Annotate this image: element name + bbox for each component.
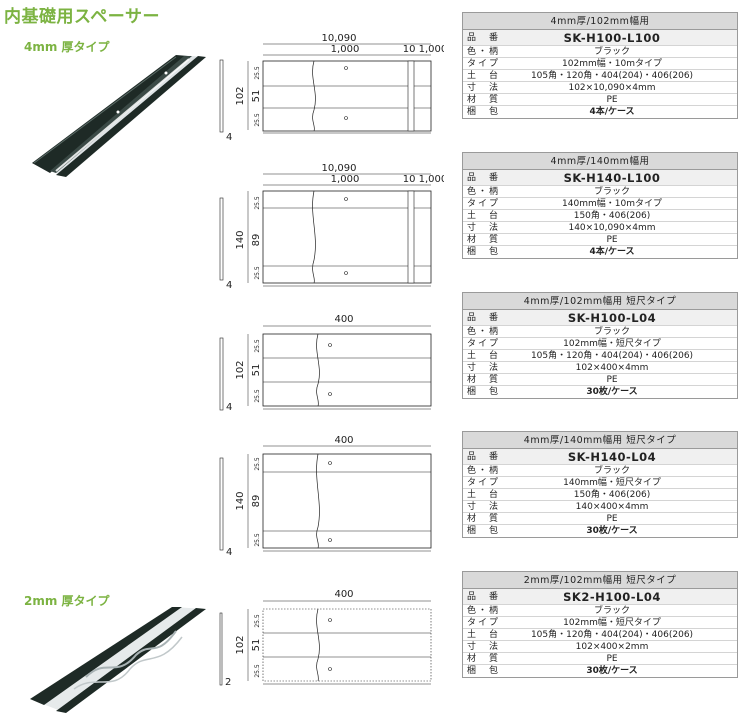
- svg-text:25.5: 25.5: [254, 266, 261, 280]
- svg-text:4: 4: [226, 547, 232, 558]
- dimension-drawing-1: 10,090 1,000 10 1,000 4 102 25.5 51 25.5: [208, 30, 444, 150]
- spec-header: 2mm厚/102mm幅用 短尺タイプ: [463, 572, 737, 589]
- svg-text:51: 51: [251, 364, 262, 377]
- dimension-drawing-3: 400 4 102 25.5 51 25.5: [208, 312, 444, 417]
- dimension-drawing-2: 10,090 1,000 10 1,000 4 140 25.5 89 25.5: [208, 160, 444, 290]
- total-length: 10,090: [322, 33, 357, 44]
- svg-text:4: 4: [226, 402, 232, 413]
- width: 102: [235, 86, 246, 105]
- svg-text:25.5: 25.5: [254, 66, 261, 80]
- svg-text:89: 89: [251, 234, 262, 247]
- svg-text:89: 89: [251, 495, 262, 508]
- svg-text:25.5: 25.5: [254, 457, 261, 471]
- svg-text:400: 400: [334, 314, 353, 325]
- spec-header: 4mm厚/102mm幅用: [463, 13, 737, 30]
- svg-text:4: 4: [226, 280, 232, 290]
- svg-text:25.5: 25.5: [254, 389, 261, 403]
- thickness: 4: [226, 132, 232, 143]
- type-label-2mm: 2mm 厚タイプ: [24, 594, 110, 608]
- svg-text:1,000: 1,000: [331, 174, 360, 185]
- svg-text:25.5: 25.5: [254, 614, 261, 628]
- product-code: SK-H100-L04: [567, 311, 657, 325]
- product-photo-2mm: [26, 607, 206, 719]
- product-code: SK-H140-L100: [563, 171, 661, 185]
- type-label-4mm: 4mm 厚タイプ: [24, 40, 110, 54]
- product-code: SK2-H100-L04: [563, 590, 661, 604]
- svg-text:2: 2: [225, 677, 231, 688]
- svg-text:10 1,000: 10 1,000: [403, 174, 444, 185]
- svg-text:25.5: 25.5: [254, 339, 261, 353]
- product-photo-4mm: [26, 55, 206, 184]
- svg-text:140: 140: [235, 491, 246, 510]
- svg-text:102: 102: [235, 360, 246, 379]
- segment-length: 1,000: [331, 44, 360, 55]
- product-code: SK-H140-L04: [567, 450, 657, 464]
- spec-header: 4mm厚/140mm幅用: [463, 153, 737, 170]
- svg-text:400: 400: [334, 589, 353, 600]
- svg-text:102: 102: [235, 635, 246, 654]
- page-title: 内基礎用スペーサー: [4, 7, 160, 27]
- dimension-drawing-5: 400 2 102 25.5 51 25.5: [208, 587, 444, 692]
- spec-header: 4mm厚/102mm幅用 短尺タイプ: [463, 293, 737, 310]
- product-code: SK-H100-L100: [563, 31, 661, 45]
- svg-text:51: 51: [251, 639, 262, 652]
- svg-text:400: 400: [334, 435, 353, 446]
- middle-width: 51: [251, 90, 262, 103]
- spec-header: 4mm厚/140mm幅用 短尺タイプ: [463, 432, 737, 449]
- dimension-drawing-4: 400 4 140 25.5 89 25.5: [208, 432, 444, 562]
- svg-text:140: 140: [235, 230, 246, 249]
- svg-text:25.5: 25.5: [254, 113, 261, 127]
- svg-text:10,090: 10,090: [322, 163, 357, 174]
- svg-text:25.5: 25.5: [254, 664, 261, 678]
- end-segment-length: 10 1,000: [403, 44, 444, 55]
- svg-text:25.5: 25.5: [254, 196, 261, 210]
- svg-text:25.5: 25.5: [254, 533, 261, 547]
